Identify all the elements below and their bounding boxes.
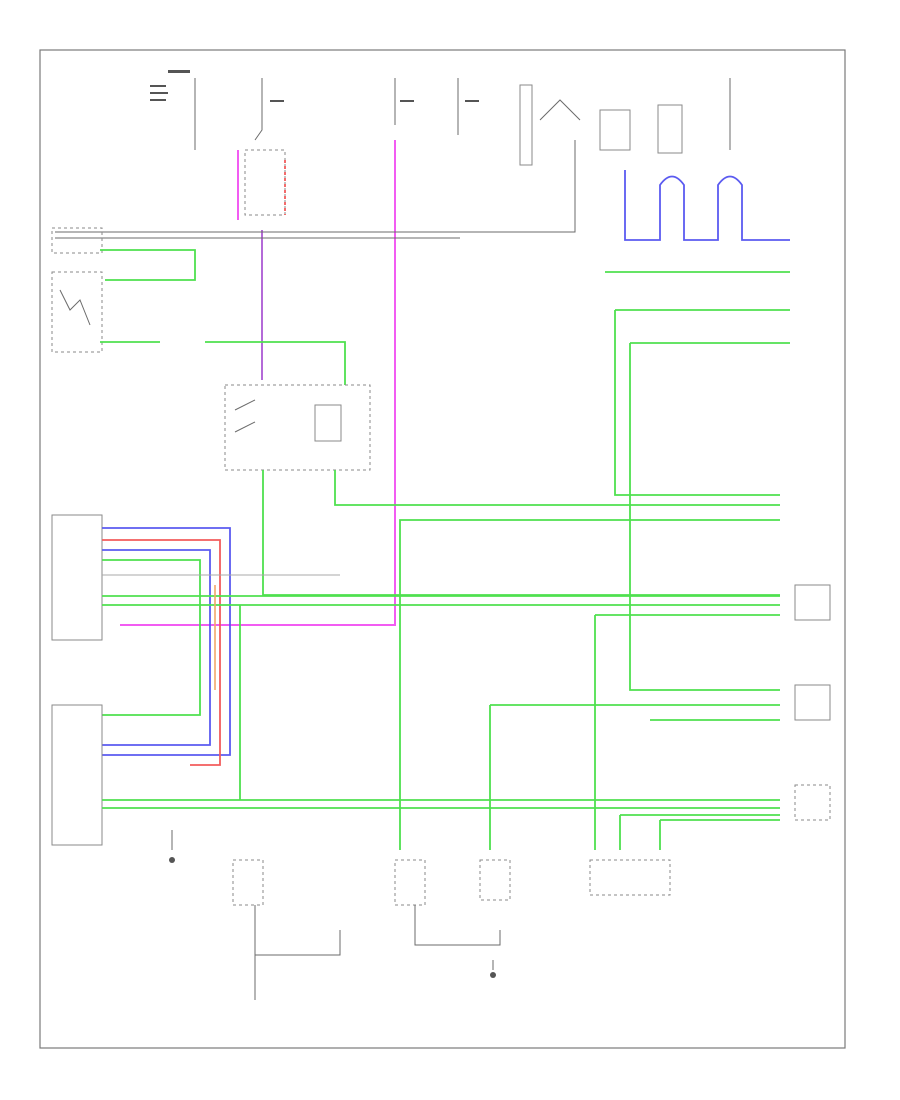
wire-green-relay-1 [262, 470, 780, 596]
switch-bottom-1 [232, 859, 341, 1000]
connector-right-b [794, 684, 831, 721]
connector-right-a [794, 584, 831, 621]
ground-1 [169, 830, 175, 863]
switch-bottom-3 [479, 859, 511, 901]
fuse-feed-4 [457, 78, 479, 135]
connector-right-c [794, 784, 831, 821]
engine-control-module [51, 514, 103, 641]
wire-pink-long [120, 140, 396, 626]
wire-blue-ecm-2 [102, 549, 211, 746]
fuse-feed-1 [150, 70, 196, 150]
switch-bottom-2 [394, 859, 501, 946]
wire-bus-top [55, 140, 576, 233]
fuse-feed-2 [254, 78, 284, 141]
transmission-control-module [51, 704, 103, 846]
ground-2 [490, 960, 496, 978]
wire-green-relay-2 [334, 470, 780, 506]
switch-unit-left [51, 271, 103, 353]
wire-red-ecm [102, 539, 221, 766]
wire-green-ecm-1 [102, 559, 201, 716]
wire-blue-loop [624, 170, 790, 241]
sensor-connector-left-top [51, 227, 196, 281]
control-relay-center [224, 384, 371, 471]
relay-unit-upper [244, 149, 286, 216]
diagram-frame [39, 49, 846, 1049]
fuse-feed-3 [394, 78, 414, 125]
wire-blue-ecm-1 [102, 527, 231, 756]
switch-bottom-4 [589, 859, 671, 896]
relay-block [519, 78, 731, 166]
